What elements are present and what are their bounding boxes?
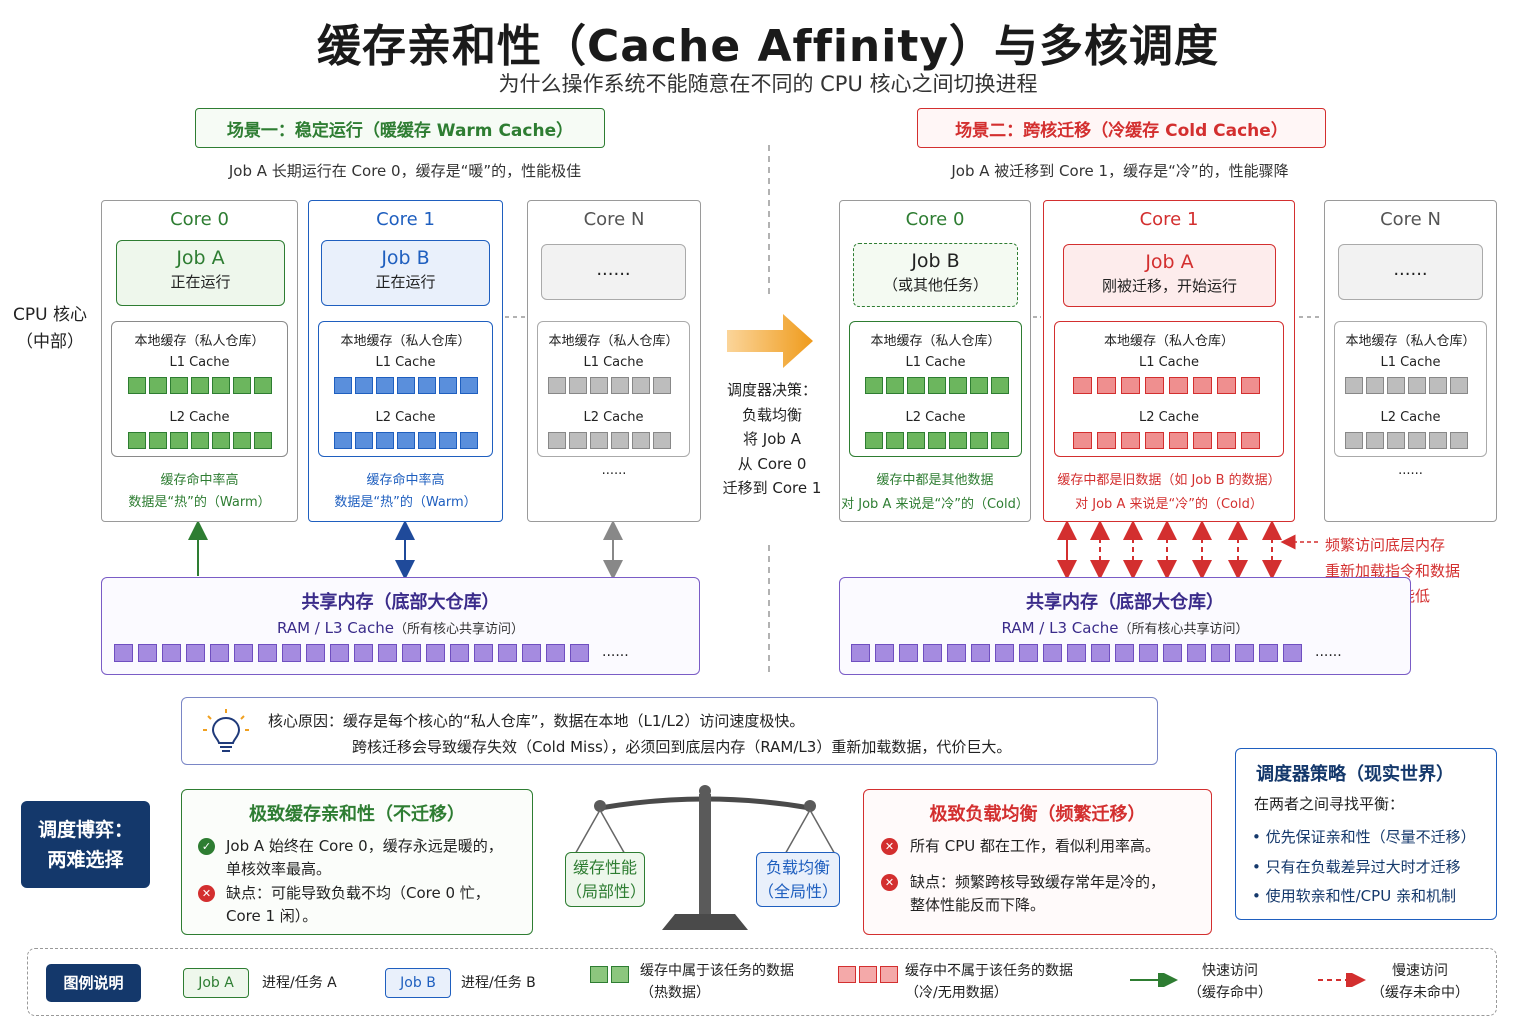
job-b-box: Job B 正在运行 (321, 240, 490, 306)
core-title: Core N (583, 209, 645, 230)
left-access-arrows (188, 522, 623, 578)
l1-blocks-hot (128, 377, 272, 394)
legend-hot-blocks (590, 966, 629, 983)
l1-blocks-empty (1345, 377, 1468, 394)
slow-access-arrows (1057, 522, 1318, 578)
legend-title: 图例说明 (46, 964, 141, 1002)
core-reason-box: 核心原因：缓存是每个核心的“私人仓库”，数据在本地（L1/L2）访问速度极快。 … (181, 697, 1158, 765)
core-title: Core 0 (170, 209, 229, 230)
reason-line1: 核心原因：缓存是每个核心的“私人仓库”，数据在本地（L1/L2）访问速度极快。 (268, 712, 805, 730)
core-gap-dash (1033, 316, 1041, 318)
balance-scale-icon (573, 785, 837, 930)
center-divider (768, 145, 770, 675)
left-core0: Core 0 Job A 正在运行 本地缓存（私人仓库） L1 Cache L2… (101, 200, 298, 522)
l2-blocks-empty (548, 432, 671, 449)
core-title: Core N (1380, 209, 1441, 230)
local-cache: 本地缓存（私人仓库） L1 Cache L2 Cache (1054, 321, 1284, 457)
lightbulb-icon (203, 709, 249, 752)
strategy-panel: 调度器策略（现实世界） 在两者之间寻找平衡： • 优先保证亲和性（尽量不迁移） … (1235, 748, 1497, 920)
orange-right-arrow-icon (727, 314, 813, 368)
l1-blocks-cold (1073, 377, 1260, 394)
core-title: Core 1 (376, 209, 435, 230)
cache-note: 缓存命中率高 (160, 473, 239, 488)
cache-note: 对 Job A 来说是“冷”的（Cold） (1075, 497, 1263, 512)
job-a-box: Job A 正在运行 (116, 240, 285, 306)
core-gap-dash (505, 316, 525, 318)
legend-jobb-chip: Job B (385, 968, 451, 998)
balance-right-pan: 负载均衡 （全局性） (756, 852, 840, 907)
l2-blocks-other (865, 432, 1009, 449)
balance-left-pan: 缓存性能 （局部性） (565, 852, 646, 907)
list-item: • 使用软亲和性/CPU 亲和机制 (1252, 887, 1456, 905)
l2-blocks-hot (128, 432, 272, 449)
cross-icon: ✕ (881, 874, 898, 891)
page-subtitle: 为什么操作系统不能随意在不同的 CPU 核心之间切换进程 (498, 72, 1038, 96)
l2-blocks-hot (334, 432, 478, 449)
page-title: 缓存亲和性（Cache Affinity）与多核调度 (316, 21, 1220, 72)
local-cache: 本地缓存（私人仓库） L1 Cache L2 Cache (849, 321, 1022, 457)
left-shared-memory: 共享内存（底部大仓库） RAM / L3 Cache（所有核心共享访问） ...… (101, 577, 700, 675)
cross-icon: ✕ (198, 885, 215, 902)
local-cache: 本地缓存（私人仓库） L1 Cache L2 Cache (537, 321, 690, 457)
legend-slow-arrow (1318, 973, 1366, 987)
local-cache: 本地缓存（私人仓库） L1 Cache L2 Cache (111, 321, 288, 457)
right-core0: Core 0 Job B （或其他任务） 本地缓存（私人仓库） L1 Cache… (839, 200, 1031, 522)
left-core1: Core 1 Job B 正在运行 本地缓存（私人仓库） L1 Cache L2… (308, 200, 503, 522)
scene1-desc: Job A 长期运行在 Core 0，缓存是“暖”的，性能极佳 (228, 162, 582, 180)
scene1-label: 场景一：稳定运行（暖缓存 Warm Cache） (195, 108, 605, 148)
right-coreN: Core N ...... 本地缓存（私人仓库） L1 Cache L2 Cac… (1324, 200, 1497, 522)
l2-blocks-cold (1073, 432, 1260, 449)
job-b-box: Job B （或其他任务） (853, 243, 1018, 307)
scene2-label: 场景二：跨核迁移（冷缓存 Cold Cache） (917, 108, 1326, 148)
l2-blocks-empty (1345, 432, 1468, 449)
strategy-list: • 优先保证亲和性（尽量不迁移） • 只有在负载差异过大时才迁移 • 使用软亲和… (1252, 823, 1476, 912)
cache-note: 缓存中都是其他数据 (876, 473, 994, 488)
local-cache: 本地缓存（私人仓库） L1 Cache L2 Cache (318, 321, 493, 457)
core-title: Core 1 (1139, 209, 1199, 230)
cache-note: 数据是“热”的（Warm） (128, 495, 271, 510)
left-coreN: Core N ...... 本地缓存（私人仓库） L1 Cache L2 Cac… (527, 200, 701, 522)
cpu-core-label: CPU 核心 （中部） (13, 305, 87, 352)
legend-box: 图例说明 Job A 进程/任务 A Job B 进程/任务 B 缓存中属于该任… (27, 948, 1497, 1016)
placeholder-job-box: ...... (1338, 244, 1483, 300)
placeholder-job-box: ...... (541, 244, 686, 300)
memory-blocks: ...... (114, 644, 629, 662)
check-icon: ✓ (198, 838, 215, 855)
right-shared-memory: 共享内存（底部大仓库） RAM / L3 Cache（所有核心共享访问） ...… (839, 577, 1411, 675)
core-gap-dash (1299, 316, 1321, 318)
reason-line2: 跨核迁移会导致缓存失效（Cold Miss），必须回到底层内存（RAM/L3）重… (352, 738, 1012, 756)
memory-blocks: ...... (851, 644, 1342, 662)
job-a-box: Job A 刚被迁移，开始运行 (1063, 244, 1276, 307)
affinity-panel: 极致缓存亲和性（不迁移） ✓ Job A 始终在 Core 0，缓存永远是暖的，… (181, 789, 533, 935)
legend-cold-blocks (838, 966, 898, 983)
legend-joba-chip: Job A (183, 968, 249, 998)
l1-blocks-other (865, 377, 1009, 394)
legend-fast-arrow (1130, 973, 1178, 987)
l1-blocks-empty (548, 377, 671, 394)
load-balance-panel: 极致负载均衡（频繁迁移） ✕ 所有 CPU 都在工作，看似利用率高。 ✕ 缺点：… (863, 789, 1212, 935)
cache-note: 缓存中都是旧数据（如 Job B 的数据） (1057, 473, 1281, 488)
core-title: Core 0 (905, 209, 965, 230)
scene2-desc: Job A 被迁移到 Core 1，缓存是“冷”的，性能骤降 (951, 162, 1289, 180)
local-cache: 本地缓存（私人仓库） L1 Cache L2 Cache (1334, 321, 1487, 457)
list-item: • 优先保证亲和性（尽量不迁移） (1252, 828, 1476, 846)
cross-icon: ✕ (881, 838, 898, 855)
dilemma-label: 调度博弈： 两难选择 (21, 801, 150, 888)
scheduler-decision: 调度器决策： 负载均衡 将 Job A 从 Core 0 迁移到 Core 1 (722, 381, 822, 497)
right-core1: Core 1 Job A 刚被迁移，开始运行 本地缓存（私人仓库） L1 Cac… (1043, 200, 1295, 522)
list-item: • 只有在负载差异过大时才迁移 (1252, 857, 1461, 876)
cache-note: 缓存命中率高 (366, 473, 445, 488)
l1-blocks-hot (334, 377, 478, 394)
cache-note: 数据是“热”的（Warm） (334, 495, 477, 510)
cache-note: 对 Job A 来说是“冷”的（Cold） (841, 497, 1029, 512)
